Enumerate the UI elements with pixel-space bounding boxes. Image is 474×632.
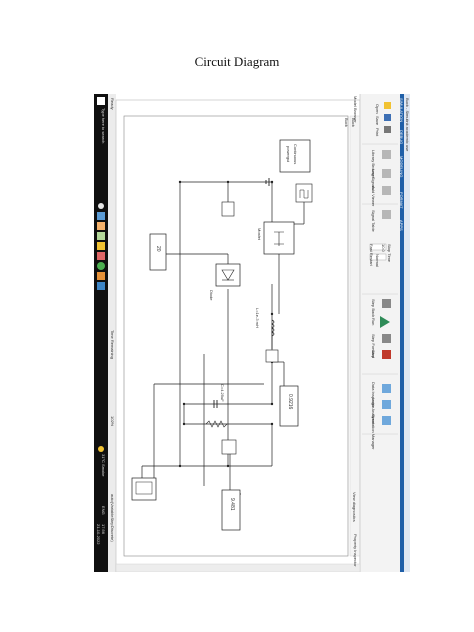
canvas-toolbar <box>349 115 361 557</box>
breadcrumb[interactable]: Buck <box>344 118 349 127</box>
app-icon-3[interactable] <box>97 232 105 240</box>
ribbon-stop-time-label: Stop Time <box>387 244 392 263</box>
inductor[interactable] <box>271 319 275 337</box>
mosfet-label: Mosfet <box>257 228 262 241</box>
step-forward-icon[interactable] <box>382 334 391 343</box>
display-bottom[interactable] <box>221 489 241 531</box>
ribbon-stop-time-value[interactable]: 10.0 <box>381 244 386 252</box>
tab-strip <box>400 94 404 572</box>
simulink-screenshot: Continuous powergui Mosfet Diode L=1e-3 … <box>94 94 410 572</box>
task-view-icon[interactable] <box>98 203 104 209</box>
window-title: Buck - Simulink academic use <box>405 98 410 152</box>
status-bar <box>108 94 116 572</box>
ribbon-fast-restart[interactable]: Fast Restart <box>369 244 374 266</box>
taskbar-search[interactable]: Type here to search <box>101 108 106 144</box>
taskbar-weather: 31°C Smoke <box>101 454 106 477</box>
display-top-value: 20 <box>155 246 161 252</box>
display-top[interactable] <box>149 233 167 271</box>
windows-start-icon[interactable] <box>97 97 105 105</box>
capacitor-label: C=4.25uF <box>220 384 225 402</box>
ribbon-open[interactable]: Open <box>375 104 380 114</box>
display-mid-value: 0.9216 <box>287 394 293 410</box>
document-title: Circuit Diagram <box>194 54 280 69</box>
add-viewer-icon[interactable] <box>382 186 391 195</box>
tab-apps[interactable]: APPS <box>399 220 404 231</box>
file-explorer-icon[interactable] <box>97 242 105 250</box>
print-icon[interactable] <box>384 126 391 133</box>
taskbar <box>94 94 108 572</box>
ribbon-add-viewer[interactable]: Add Viewer <box>371 186 376 207</box>
app-icon-5[interactable] <box>97 282 105 290</box>
app-icon-4[interactable] <box>97 252 105 260</box>
simulation-manager-icon[interactable] <box>382 416 391 425</box>
dc-voltage-source[interactable] <box>265 178 270 186</box>
step-back-icon[interactable] <box>382 299 391 308</box>
run-icon[interactable] <box>380 316 390 328</box>
taskbar-lang: ENG <box>101 506 106 515</box>
open-icon[interactable] <box>384 102 391 109</box>
diode-label: Diode <box>209 290 214 301</box>
junction-dots <box>178 180 274 468</box>
current-measurement[interactable] <box>265 349 279 363</box>
ribbon-print[interactable]: Print <box>375 128 380 137</box>
ribbon-run[interactable]: Run <box>371 318 376 326</box>
model-tab[interactable]: Buck <box>351 118 356 127</box>
ribbon-save[interactable]: Save <box>375 116 380 126</box>
ribbon <box>360 94 400 572</box>
app-icon-2[interactable] <box>97 222 105 230</box>
app-icon-1[interactable] <box>97 212 105 220</box>
mode-select[interactable] <box>369 253 387 261</box>
title-bar <box>404 94 410 572</box>
tab-format[interactable]: FORMAT <box>399 192 404 209</box>
status-ready: Ready <box>110 98 115 110</box>
ribbon-mode[interactable]: Normal <box>375 254 380 267</box>
ribbon-simulation-manager[interactable]: Simulation Manager <box>371 414 376 450</box>
matlab-icon[interactable] <box>97 272 105 280</box>
display-mid[interactable] <box>279 385 299 427</box>
property-inspector-label[interactable]: Property Inspector <box>353 534 358 567</box>
signal-table-icon[interactable] <box>382 210 391 219</box>
capacitor[interactable] <box>213 400 218 408</box>
taskbar-time: 17:56 <box>101 524 106 535</box>
property-inspector-strip <box>115 563 361 572</box>
chrome-icon[interactable] <box>97 262 105 270</box>
logic-analyzer-icon[interactable] <box>382 400 391 409</box>
display-bottom-value: 9.481 <box>229 498 235 511</box>
log-signals-icon[interactable] <box>382 169 391 178</box>
status-time-label: Time Remaining <box>110 330 115 359</box>
status-zoom: 102% <box>110 416 115 427</box>
powergui-line1: Continuous <box>293 144 298 165</box>
stop-time-field[interactable] <box>369 243 387 251</box>
screenshot-graphics <box>94 94 410 572</box>
ribbon-stop[interactable]: Stop <box>371 350 376 359</box>
taskbar-date: 21-10-2022 <box>96 524 101 545</box>
voltage-measurement-2[interactable] <box>221 439 237 455</box>
resistor[interactable] <box>205 420 228 428</box>
voltage-measurement-1[interactable] <box>221 201 235 217</box>
ribbon-signal-table[interactable]: Signal Table <box>371 210 376 232</box>
status-view-diagnostics[interactable]: View diagnostics <box>352 492 357 522</box>
save-icon[interactable] <box>384 114 391 121</box>
stop-icon[interactable] <box>382 350 391 359</box>
circuit-wiring <box>141 181 305 495</box>
powergui-block[interactable] <box>279 139 311 173</box>
data-inspector-icon[interactable] <box>382 384 391 393</box>
tab-simulation[interactable]: SIMULATION <box>399 98 404 123</box>
tab-debug[interactable]: DEBUG <box>399 130 404 145</box>
library-browser-icon[interactable] <box>382 150 391 159</box>
powergui-line2: powergui <box>286 146 291 163</box>
weather-icon <box>98 446 104 452</box>
diagram-border <box>123 115 349 557</box>
tab-modeling[interactable]: MODELING <box>399 156 404 178</box>
inductor-label: L=1e-3 mH <box>255 308 260 328</box>
ribbon-step-back[interactable]: Step Back <box>371 299 376 318</box>
diode-block[interactable] <box>215 263 241 287</box>
status-solver: auto(VariableStepDiscrete) <box>110 494 115 542</box>
